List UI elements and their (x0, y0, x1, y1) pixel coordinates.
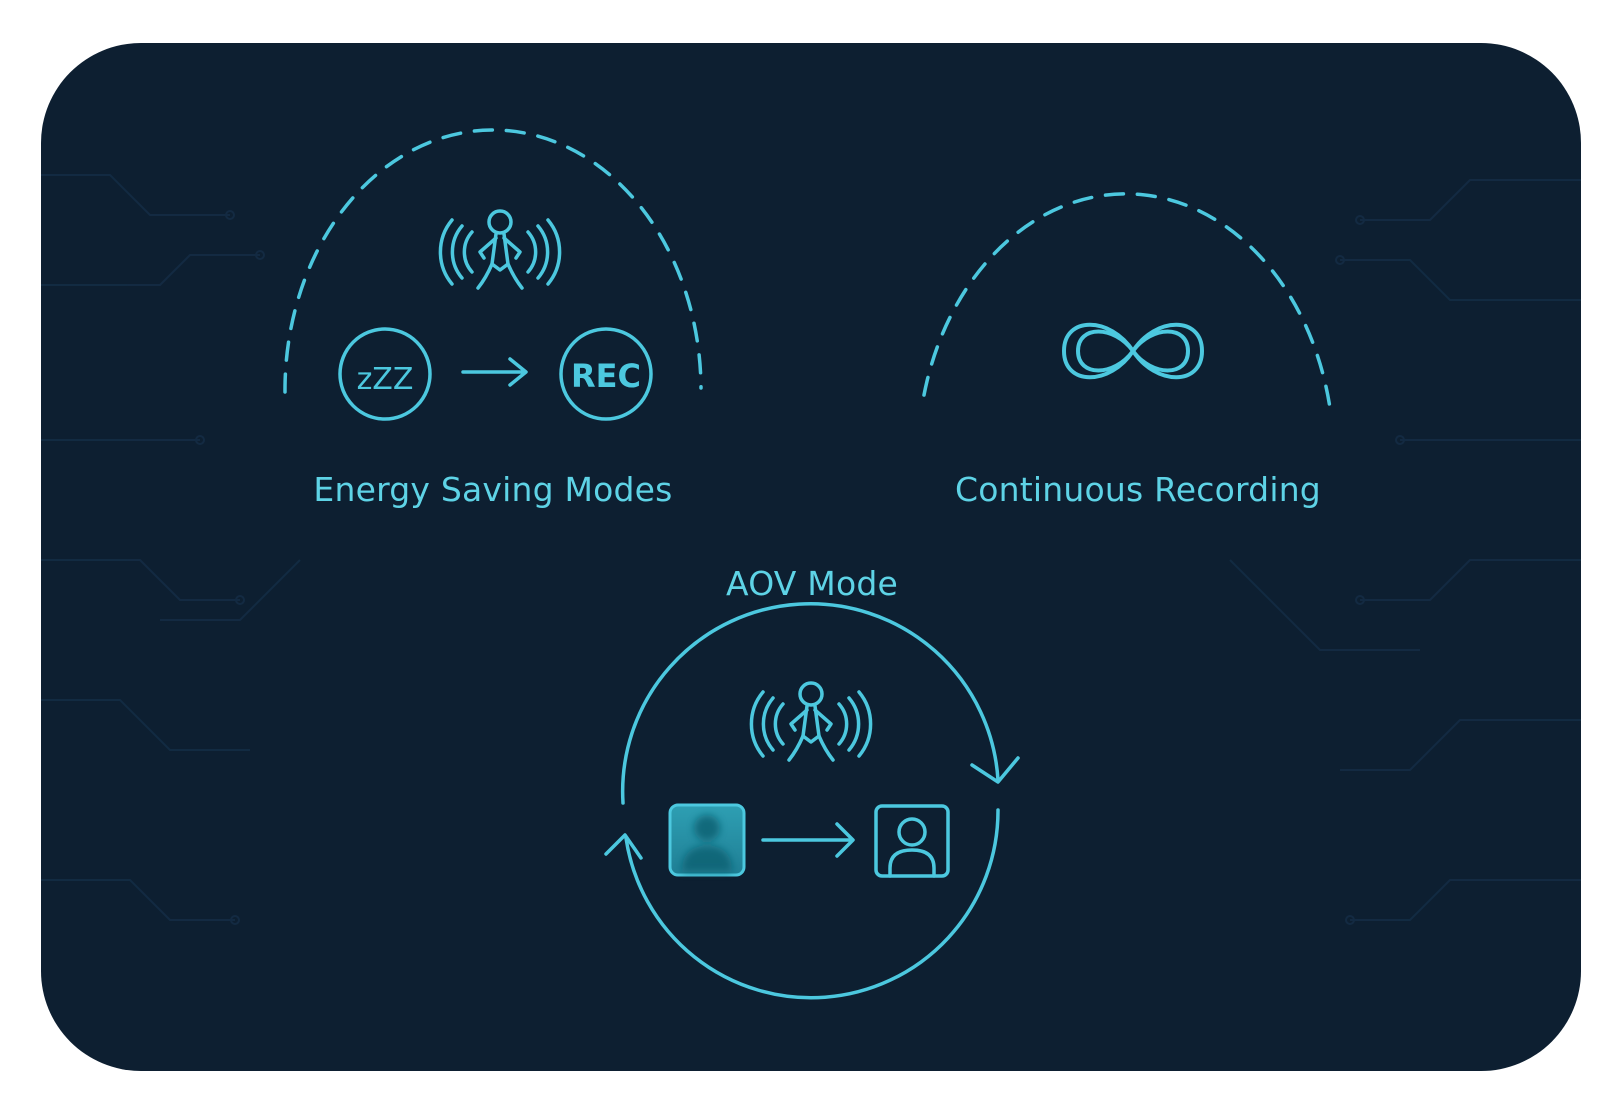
diagram-canvas: zZZ REC (41, 128, 1581, 1000)
clear-person-frame-icon (874, 804, 950, 878)
cycle-arrows-icon (604, 601, 1020, 1000)
blurred-person-frame-icon (668, 803, 746, 877)
circuit-background (41, 174, 1581, 925)
sleep-icon: zZZ (338, 327, 432, 421)
rec-text: REC (571, 357, 641, 395)
energy-saving-label: Energy Saving Modes (313, 470, 673, 509)
arrow-right-icon (461, 357, 528, 387)
continuous-recording-label: Continuous Recording (955, 470, 1321, 509)
aov-mode-label: AOV Mode (726, 564, 898, 603)
infinity-icon (1062, 322, 1204, 380)
diagram-card: zZZ REC (41, 43, 1581, 1071)
motion-person-icon (438, 209, 562, 290)
aov-arrow-right-icon (761, 822, 855, 858)
continuous-dashed-arc (922, 192, 1333, 417)
energy-dashed-arc (283, 128, 703, 394)
sleep-text: zZZ (357, 362, 414, 397)
rec-icon: REC (559, 327, 653, 421)
aov-motion-person-icon (749, 681, 873, 762)
